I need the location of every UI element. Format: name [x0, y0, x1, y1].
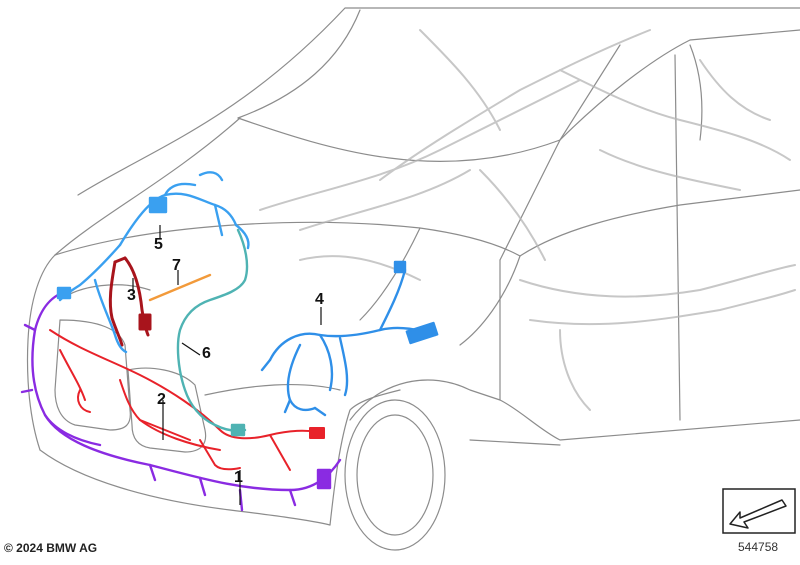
callout-7: 7 — [172, 258, 181, 274]
harness-7-path — [150, 275, 210, 300]
callout-5: 5 — [154, 237, 163, 253]
callout-2: 2 — [157, 392, 166, 408]
connector-5-block — [150, 198, 166, 212]
nav-arrow-icon — [722, 488, 796, 534]
harness-5-path — [58, 172, 248, 352]
connector-4-block — [407, 323, 437, 343]
connector-3-block — [140, 315, 150, 329]
harness-1-path — [22, 290, 340, 510]
car-body-outline — [28, 8, 800, 550]
callout-3: 3 — [127, 288, 136, 304]
connector-2-block — [310, 428, 324, 438]
callout-4: 4 — [315, 292, 324, 308]
copyright-text: © 2024 BMW AG — [4, 541, 97, 555]
harness-4-path — [262, 262, 437, 415]
connector-6-block — [232, 425, 244, 435]
callout-6: 6 — [202, 346, 211, 362]
connector-1-block — [318, 470, 330, 488]
background-harness — [260, 30, 795, 410]
diagram-id: 544758 — [738, 540, 778, 554]
callout-1: 1 — [234, 470, 243, 486]
